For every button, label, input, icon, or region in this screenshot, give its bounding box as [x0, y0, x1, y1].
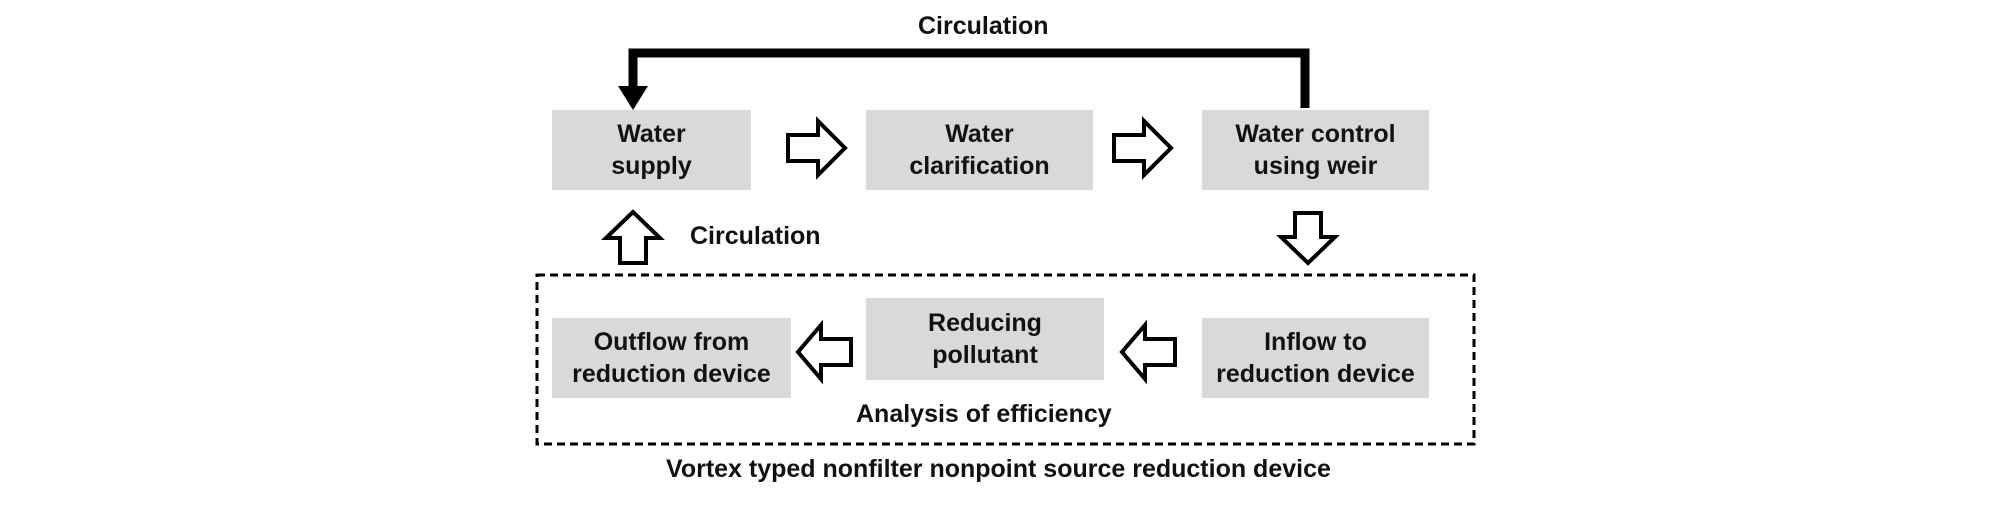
step-water-control-line-2: using weir [1253, 152, 1378, 180]
step-inflow-to-device: Inflow to reduction device [1202, 318, 1429, 398]
step-outflow-from-device: Outflow from reduction device [552, 318, 791, 398]
circulation-loop-line [628, 48, 1310, 108]
step-water-clarification-line-1: Water [945, 120, 1014, 148]
step-water-supply-line-2: supply [611, 152, 692, 180]
step-water-supply: Water supply [552, 110, 751, 190]
arrow-clarification-to-weir [1112, 116, 1174, 180]
step-reducing-pollutant: Reducing pollutant [866, 298, 1104, 380]
top-circulation-label: Circulation [918, 12, 1049, 40]
step-reducing-line-2: pollutant [932, 341, 1038, 369]
step-water-control-weir: Water control using weir [1202, 110, 1429, 190]
step-water-clarification: Water clarification [866, 110, 1093, 190]
arrow-outflow-to-supply [601, 209, 665, 265]
step-water-clarification-line-2: clarification [909, 152, 1050, 180]
step-inflow-line-1: Inflow to [1264, 328, 1367, 356]
arrow-inflow-to-reducing [1119, 319, 1177, 385]
step-outflow-line-1: Outflow from [593, 328, 750, 356]
arrow-supply-to-clarification [786, 116, 848, 180]
analysis-label: Analysis of efficiency [856, 400, 1112, 428]
circulation-loop-arrowhead [618, 86, 648, 110]
step-inflow-line-2: reduction device [1216, 360, 1415, 388]
step-water-supply-line-1: Water [617, 120, 686, 148]
arrow-reducing-to-outflow [795, 319, 853, 385]
step-water-control-line-1: Water control [1235, 120, 1396, 148]
device-caption: Vortex typed nonfilter nonpoint source r… [666, 455, 1331, 483]
step-outflow-line-2: reduction device [572, 360, 771, 388]
reduction-device-boundary [535, 273, 1476, 446]
step-reducing-line-1: Reducing [928, 309, 1042, 337]
side-circulation-label: Circulation [690, 222, 821, 250]
arrow-weir-to-inflow [1276, 211, 1340, 266]
